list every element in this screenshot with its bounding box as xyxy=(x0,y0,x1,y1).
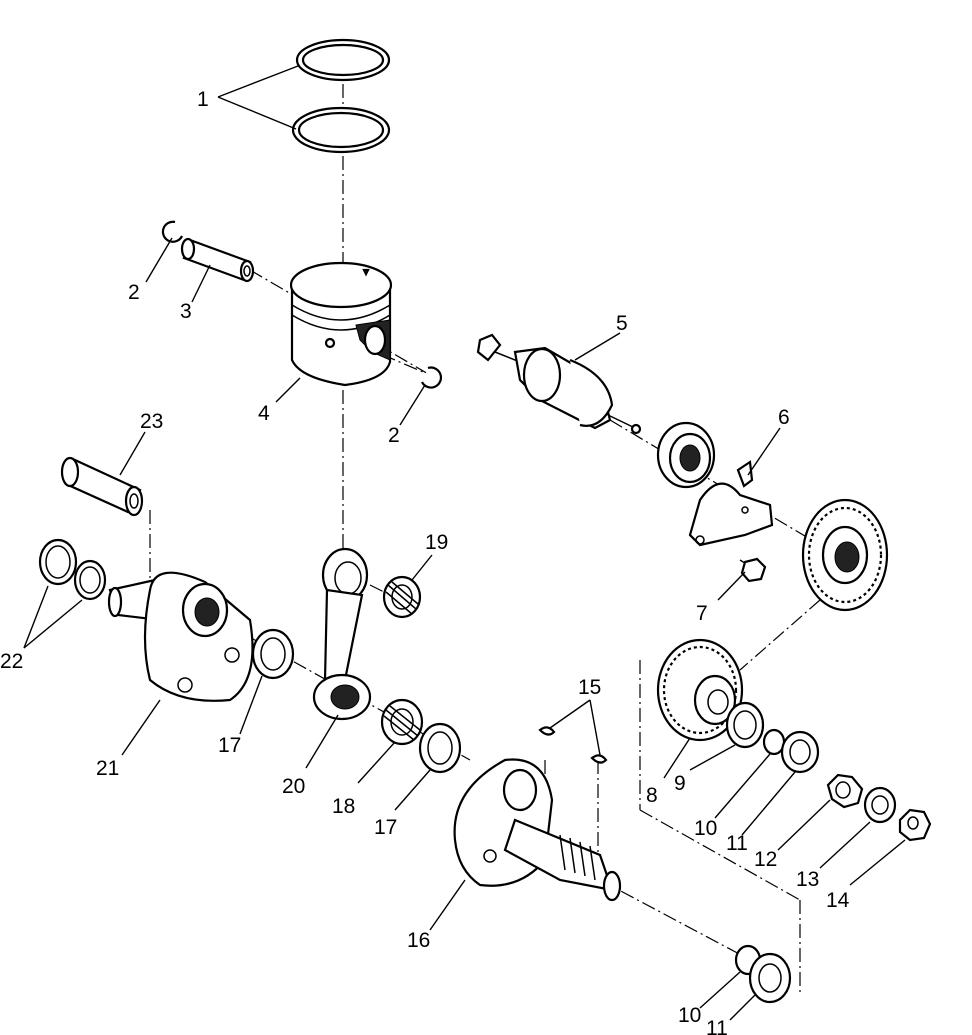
washer-13 xyxy=(863,786,897,824)
seals-22 xyxy=(38,538,107,601)
callout-12: 12 xyxy=(754,848,777,871)
lower-gear-8 xyxy=(656,638,744,742)
callout-2: 2 xyxy=(388,424,400,447)
callout-23: 23 xyxy=(140,410,163,433)
piston-rings xyxy=(291,38,391,154)
needle-bearing-19 xyxy=(382,575,422,619)
callout-19: 19 xyxy=(425,531,448,554)
circlip-right xyxy=(421,366,443,389)
needle-bearing-18 xyxy=(380,698,424,746)
callout-7: 7 xyxy=(696,602,708,625)
bracket-plate xyxy=(688,460,774,547)
crank-half-21 xyxy=(107,571,254,702)
callout-11: 11 xyxy=(726,832,748,855)
callout-22: 22 xyxy=(0,650,23,673)
washer-17-left xyxy=(251,628,295,680)
callout-6: 6 xyxy=(778,406,790,429)
crank-half-16 xyxy=(453,758,622,902)
callout-16: 16 xyxy=(407,929,430,952)
callout-15: 15 xyxy=(578,676,601,699)
nut-14 xyxy=(898,808,932,842)
keys-15 xyxy=(538,726,608,764)
collar-11 xyxy=(780,730,820,774)
callouts: 1 2 3 4 2 5 6 7 23 19 22 17 21 20 18 17 … xyxy=(0,88,850,1035)
sleeve-23 xyxy=(60,456,144,517)
piston-pin xyxy=(180,237,255,283)
piston xyxy=(289,261,393,387)
callout-20: 20 xyxy=(282,775,305,798)
connecting-rod xyxy=(312,547,372,721)
nut-12 xyxy=(826,773,864,809)
callout-1: 1 xyxy=(197,88,209,111)
callout-10: 10 xyxy=(694,817,717,840)
callout-10: 10 xyxy=(678,1004,701,1027)
callout-11: 11 xyxy=(706,1017,728,1035)
callout-2: 2 xyxy=(128,281,140,304)
callout-5: 5 xyxy=(616,312,628,335)
circlip-left xyxy=(161,220,183,243)
upper-gear xyxy=(801,498,889,612)
bolt xyxy=(739,557,767,583)
collar-11-bottom xyxy=(748,952,792,1004)
bearing-6-side xyxy=(656,421,716,489)
callout-4: 4 xyxy=(258,402,270,425)
crank-shaft-assembly-5 xyxy=(476,333,642,435)
callout-9: 9 xyxy=(674,772,686,795)
callout-13: 13 xyxy=(796,868,819,891)
leader-lines xyxy=(23,65,906,1021)
washer-17-right xyxy=(418,722,462,774)
callout-14: 14 xyxy=(826,889,850,912)
callout-18: 18 xyxy=(332,795,355,818)
callout-8: 8 xyxy=(646,784,658,807)
callout-17: 17 xyxy=(218,734,241,757)
washer-9 xyxy=(725,701,765,749)
callout-3: 3 xyxy=(180,300,192,323)
callout-21: 21 xyxy=(96,757,119,780)
callout-17: 17 xyxy=(374,816,397,839)
